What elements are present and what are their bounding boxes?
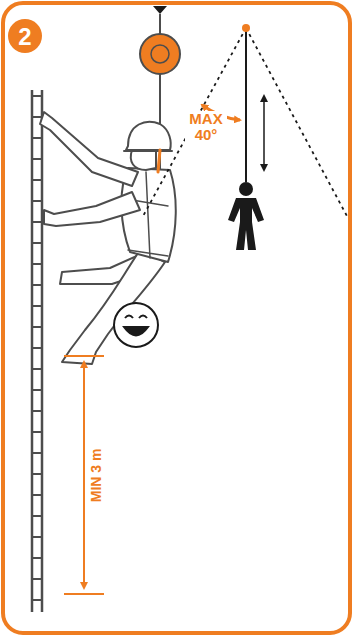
height-label: MIN 3 m — [89, 415, 104, 535]
angle-label: MAX 40° — [185, 111, 227, 143]
step-badge — [8, 19, 42, 53]
step-number: 2 — [10, 24, 40, 49]
height-dimension — [64, 356, 104, 594]
climber — [40, 112, 176, 364]
ladder — [32, 90, 42, 612]
angle-schematic — [142, 24, 348, 250]
frame — [3, 3, 350, 633]
smiley — [114, 303, 158, 347]
